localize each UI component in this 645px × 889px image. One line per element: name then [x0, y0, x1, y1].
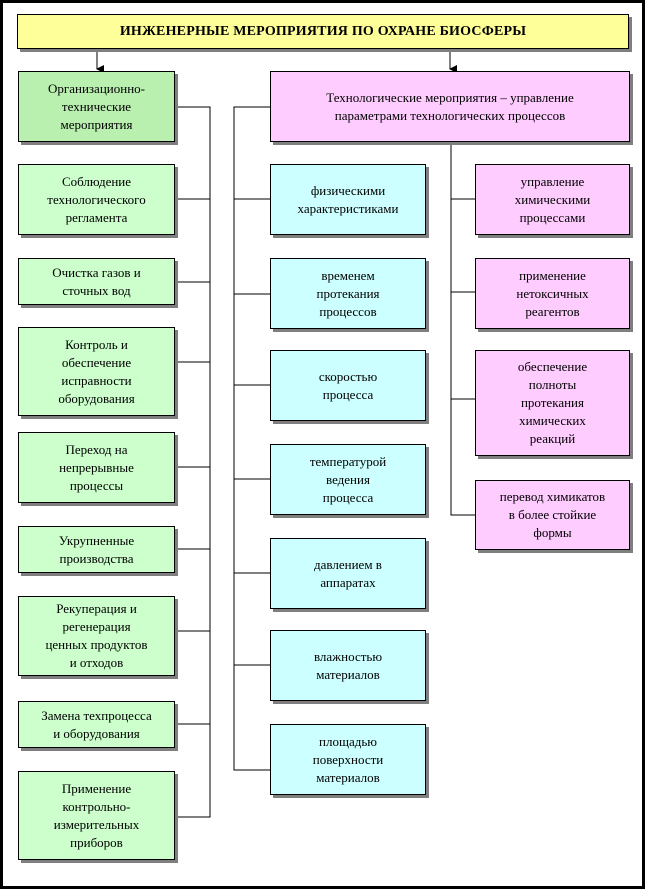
- left-item-8: Применение контрольно- измерительных при…: [18, 771, 175, 860]
- middle-item-2: временем протекания процессов: [270, 258, 426, 329]
- left-bracket-line: [175, 106, 211, 818]
- left-item-6: Рекуперация и регенерация ценных продукт…: [18, 596, 175, 676]
- middle-item-1: физическими характеристиками: [270, 164, 426, 235]
- tech-measures-header: Технологические мероприятия – управление…: [270, 71, 630, 142]
- left-item-5: Укрупненные производства: [18, 526, 175, 573]
- left-item-2: Очистка газов и сточных вод: [18, 258, 175, 305]
- far-item-2: применение нетоксичных реагентов: [475, 258, 630, 329]
- left-item-4: Переход на непрерывные процессы: [18, 432, 175, 503]
- middle-item-6: влажностью материалов: [270, 630, 426, 701]
- middle-item-5: давлением в аппаратах: [270, 538, 426, 609]
- far-item-3: обеспечение полноты протекания химически…: [475, 350, 630, 456]
- right-bracket-line: [450, 143, 475, 516]
- org-tech-header: Организационно- технические мероприятия: [18, 71, 175, 142]
- middle-bracket-line: [233, 106, 270, 771]
- far-item-4: перевод химикатов в более стойкие формы: [475, 480, 630, 550]
- middle-item-4: температурой ведения процесса: [270, 444, 426, 515]
- left-item-7: Замена техпроцесса и оборудования: [18, 701, 175, 748]
- left-item-3: Контроль и обеспечение исправности обору…: [18, 327, 175, 416]
- middle-item-7: площадью поверхности материалов: [270, 724, 426, 795]
- page-title: ИНЖЕНЕРНЫЕ МЕРОПРИЯТИЯ ПО ОХРАНЕ БИОСФЕР…: [17, 14, 629, 49]
- left-item-1: Соблюдение технологического регламента: [18, 164, 175, 235]
- middle-item-3: скоростью процесса: [270, 350, 426, 421]
- far-item-1: управление химическими процессами: [475, 164, 630, 235]
